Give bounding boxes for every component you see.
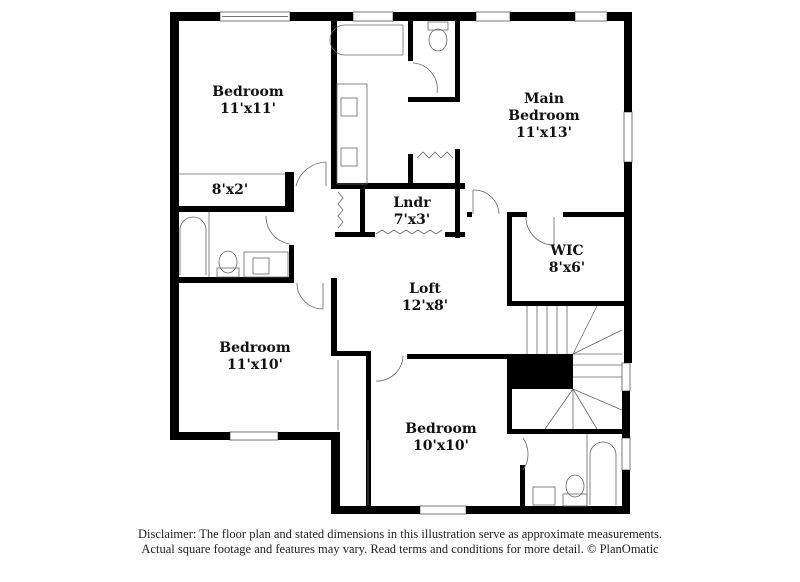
room-label-bedroom-s: Bedroom 10'x10' (405, 421, 476, 455)
room-name: Loft (409, 281, 441, 297)
disclaimer-line-2: Actual square footage and features may v… (141, 542, 659, 556)
room-dims: 12'x8' (401, 298, 449, 314)
room-dims: 7'x3' (393, 212, 431, 228)
room-label-closet-nw: 8'x2' (212, 182, 248, 199)
disclaimer-line-1: Disclaimer: The floor plan and stated di… (138, 527, 662, 541)
room-name: Bedroom (508, 108, 580, 124)
room-name: Lndr (393, 195, 431, 211)
room-name: Bedroom (405, 421, 477, 437)
room-dims: 11'x10' (227, 357, 283, 373)
room-label-bedroom-nw: Bedroom 11'x11' (212, 84, 283, 118)
room-dims: 11'x13' (516, 125, 572, 141)
room-name: Main (523, 91, 565, 107)
room-label-laundry: Lndr 7'x3' (393, 195, 430, 229)
room-name: Bedroom (212, 84, 284, 100)
room-dims: 8'x6' (548, 260, 586, 276)
room-label-wic: WIC 8'x6' (549, 243, 585, 277)
room-name: Bedroom (219, 340, 291, 356)
room-dims: 8'x2' (211, 182, 249, 198)
floor-plan-drawing (170, 11, 633, 515)
room-label-loft: Loft 12'x8' (402, 281, 448, 315)
walls (170, 12, 632, 514)
room-label-bedroom-sw: Bedroom 11'x10' (219, 340, 290, 374)
room-dims: 10'x10' (413, 438, 469, 454)
room-name: WIC (550, 243, 584, 259)
room-dims: 11'x11' (220, 101, 276, 117)
room-label-main-bedroom: Main Bedroom 11'x13' (508, 91, 579, 142)
